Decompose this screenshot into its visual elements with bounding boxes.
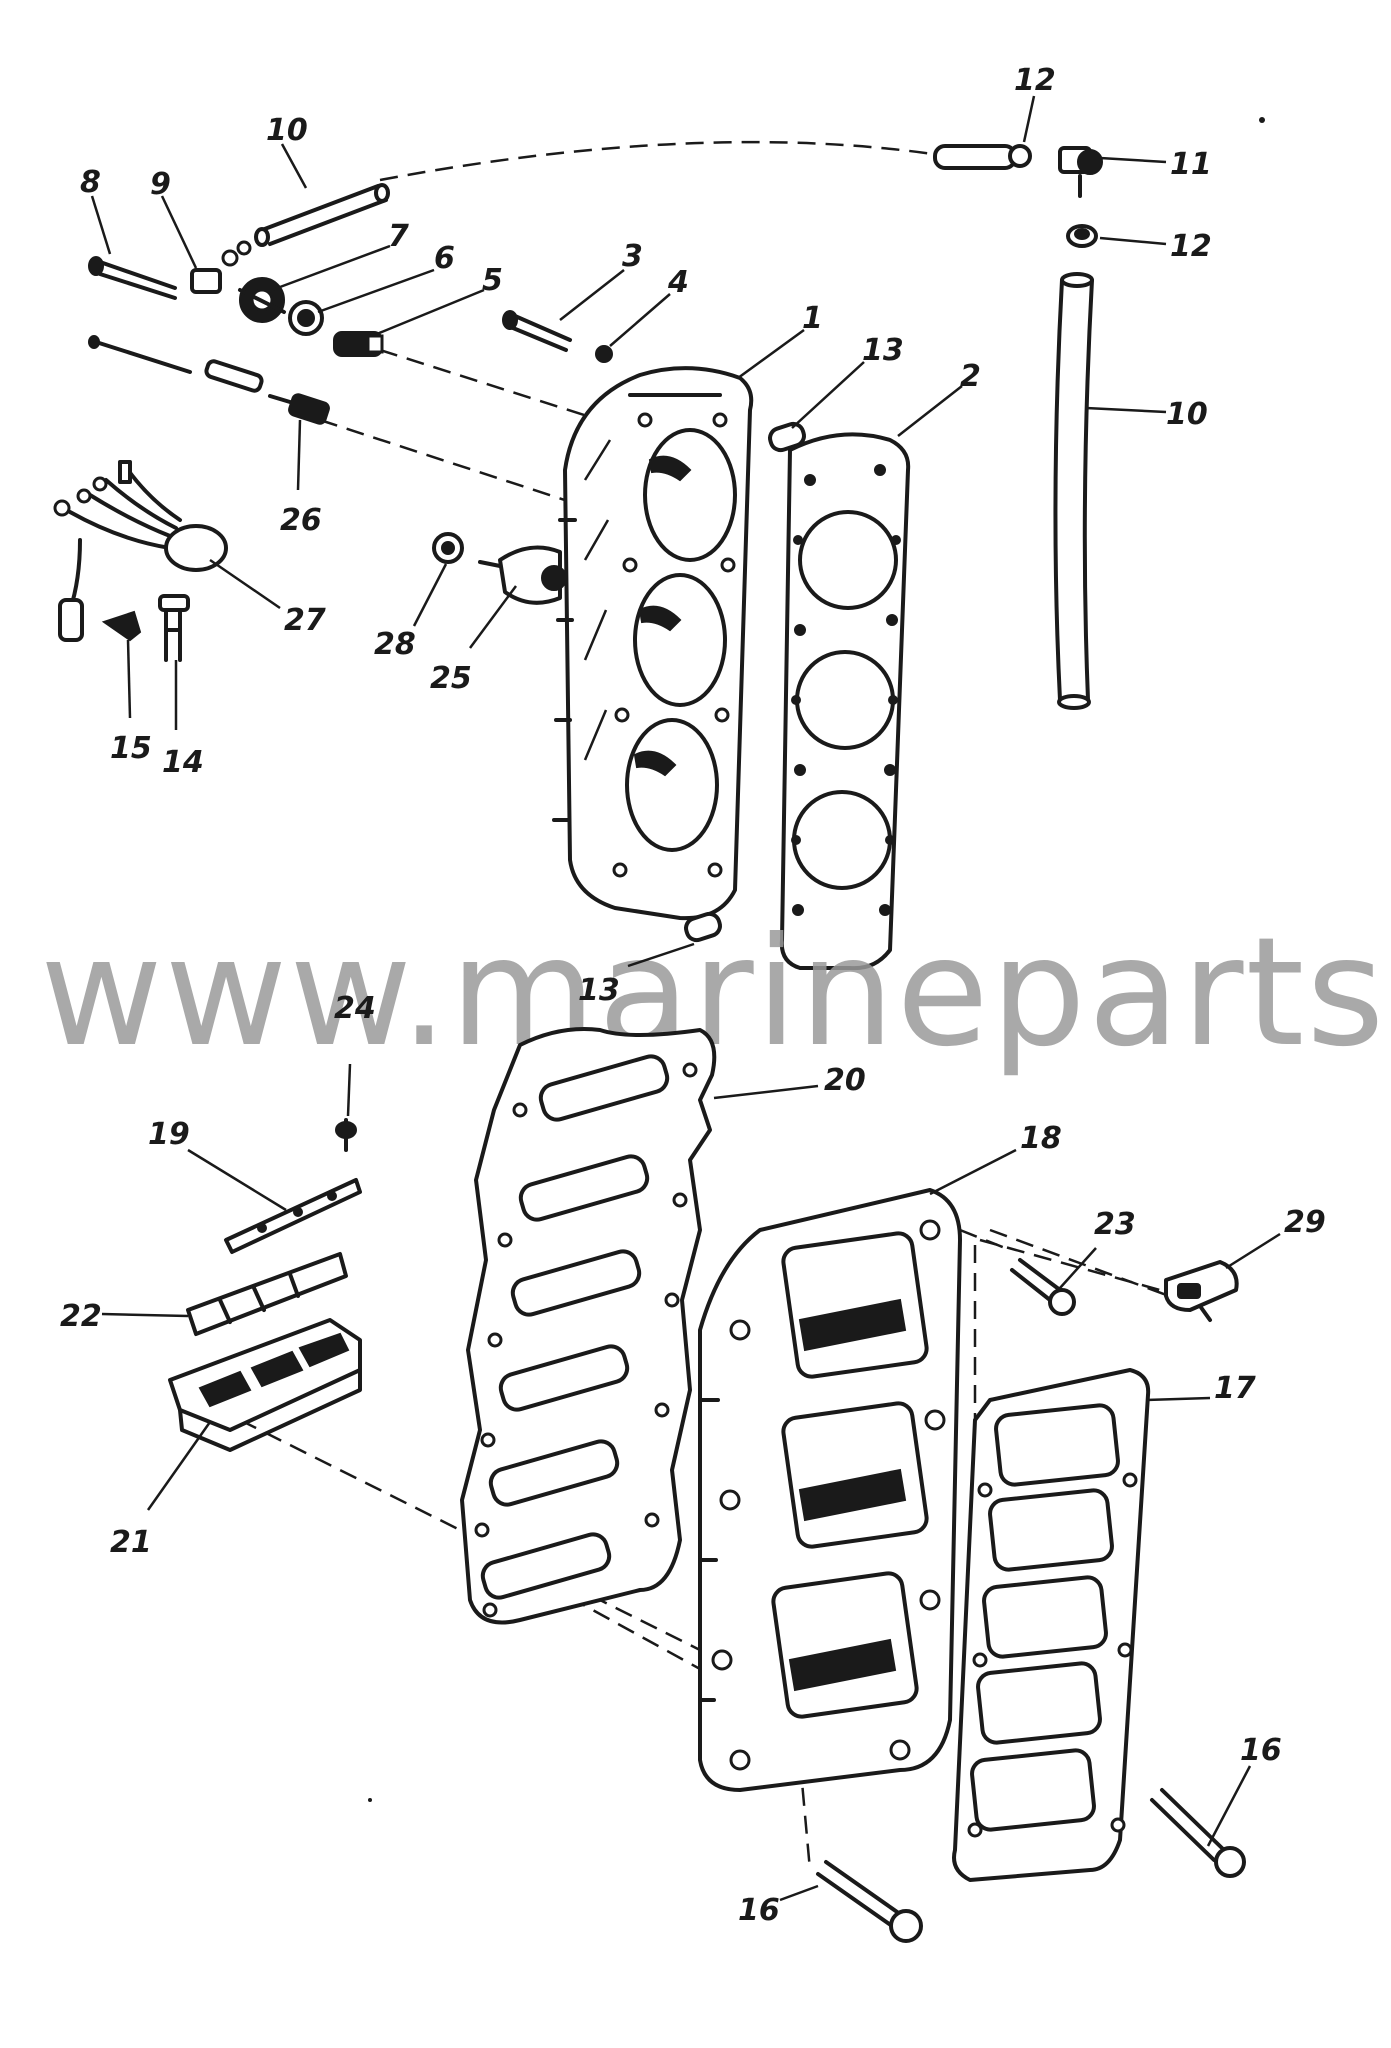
callout-10-upper: 10 — [266, 113, 308, 148]
callout-13-upper: 13 — [862, 333, 904, 368]
callout-21: 21 — [110, 1525, 152, 1560]
clip-part-14 — [158, 594, 190, 662]
speck — [1259, 117, 1265, 123]
callout-leaders — [90, 95, 1281, 1902]
probe-part-26 — [88, 335, 330, 425]
callout-3: 3 — [622, 239, 643, 274]
callout-8: 8 — [80, 165, 101, 200]
callout-6: 6 — [434, 241, 455, 276]
bolt-part-8 — [88, 256, 177, 300]
callout-19: 19 — [148, 1117, 190, 1152]
callout-25: 25 — [430, 661, 472, 696]
callout-9: 9 — [150, 167, 171, 202]
callout-4: 4 — [667, 265, 689, 300]
bolt-part-16-bottom — [816, 1860, 923, 1943]
housing-part-7 — [238, 277, 286, 323]
reed-block-part-21 — [168, 1318, 362, 1452]
callout-10-right: 10 — [1166, 397, 1208, 432]
callout-labels: 10 8 9 7 6 5 3 4 1 13 2 12 11 12 10 26 2… — [60, 63, 1326, 1928]
reed-petals-part-22 — [186, 1252, 348, 1336]
bolt-part-16-right — [1150, 1788, 1246, 1878]
screw-part-15 — [101, 610, 142, 642]
hose-part-10-right — [1053, 272, 1094, 710]
screw-part-9 — [190, 240, 252, 294]
callout-13-lower: 13 — [578, 973, 620, 1008]
callout-12-lower: 12 — [1170, 229, 1212, 264]
clamp-part-12-lower — [1066, 224, 1098, 248]
callout-18: 18 — [1020, 1121, 1062, 1156]
head-gasket-part-2 — [779, 432, 911, 971]
tube-part-12-upper — [933, 144, 1032, 170]
intake-gasket-part-20 — [460, 1027, 717, 1625]
callout-1: 1 — [802, 301, 823, 336]
bolt-part-3 — [502, 310, 572, 352]
dowel-part-13-upper — [768, 421, 806, 453]
reed-stop-part-19 — [224, 1178, 362, 1254]
hose-part-10-upper — [254, 183, 390, 247]
washer-part-4 — [595, 345, 613, 363]
callout-24: 24 — [334, 991, 376, 1026]
thermostat-part-6 — [288, 300, 324, 336]
callout-15: 15 — [110, 731, 152, 766]
callout-2: 2 — [960, 359, 981, 394]
callout-29: 29 — [1284, 1205, 1326, 1240]
fitting-part-11 — [1058, 146, 1103, 198]
harness-part-27 — [53, 460, 228, 642]
speck — [368, 1798, 372, 1802]
callout-23: 23 — [1094, 1207, 1136, 1242]
callout-20: 20 — [824, 1063, 866, 1098]
callout-5: 5 — [482, 263, 503, 298]
manifold-gasket-part-17 — [952, 1368, 1151, 1882]
callout-11: 11 — [1170, 147, 1212, 182]
callout-16-right: 16 — [1240, 1733, 1282, 1768]
screw-part-24 — [335, 1118, 357, 1152]
nut-part-28 — [432, 532, 464, 564]
clip-part-29 — [1164, 1260, 1239, 1322]
valve-part-5 — [333, 331, 384, 357]
callout-26: 26 — [280, 503, 322, 538]
callout-22: 22 — [60, 1299, 102, 1334]
bolt-part-23 — [1010, 1258, 1076, 1316]
sender-part-25 — [478, 545, 567, 605]
callout-16-bottom: 16 — [738, 1893, 780, 1928]
callout-27: 27 — [284, 603, 326, 638]
callout-7: 7 — [388, 219, 409, 254]
dowel-part-13-lower — [684, 911, 722, 943]
callout-12-upper: 12 — [1014, 63, 1056, 98]
callout-28: 28 — [374, 627, 416, 662]
callout-17: 17 — [1214, 1371, 1256, 1406]
intake-manifold-part-18 — [698, 1188, 962, 1792]
callout-14: 14 — [162, 745, 204, 780]
cylinder-head-part-1 — [552, 366, 754, 921]
